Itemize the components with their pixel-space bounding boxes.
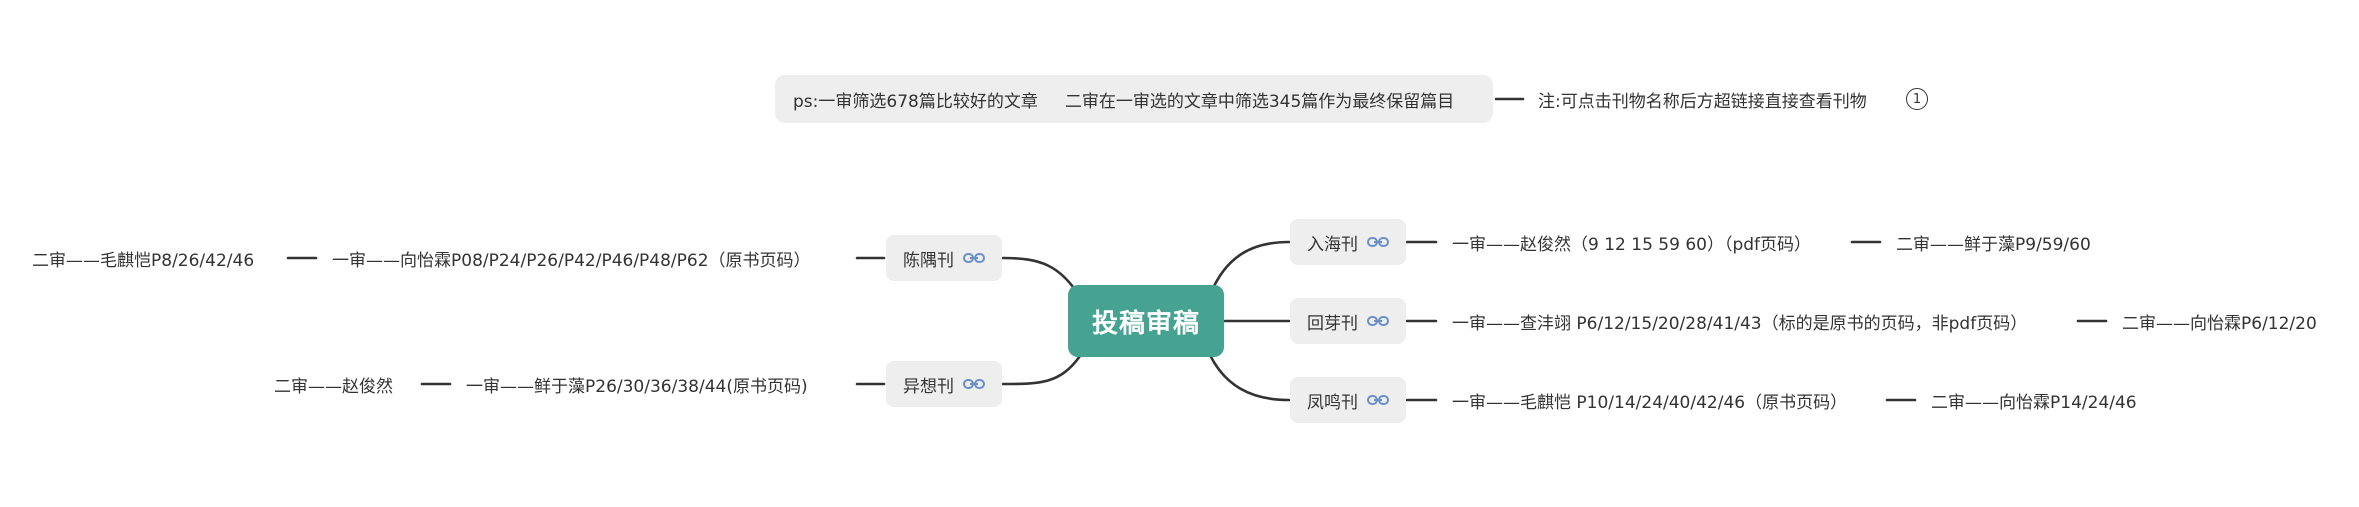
review-second-huiya: 二审——向怡霖P6/12/20 (2122, 306, 2317, 336)
review-first-fengming: 一审——毛麒恺 P10/14/24/40/42/46（原书页码） (1452, 385, 1847, 415)
review-second-fengming-text: 二审——向怡霖P14/24/46 (1931, 392, 2137, 413)
link-icon[interactable] (963, 251, 985, 265)
review-second-ruhai: 二审——鲜于藻P9/59/60 (1896, 227, 2091, 257)
topic-yixiang[interactable]: 异想刊 (886, 361, 1002, 407)
topic-fengming[interactable]: 凤鸣刊 (1290, 377, 1406, 423)
connector-root-ruhai (1208, 240, 1291, 297)
link-icon[interactable] (1367, 314, 1389, 328)
review-second-chenyu-text: 二审——毛麒恺P8/26/42/46 (32, 250, 255, 271)
topic-ruhai-label: 入海刊 (1307, 234, 1358, 255)
topic-chenyu[interactable]: 陈隅刊 (886, 235, 1002, 281)
note-tail-text: 注:可点击刊物名称后方超链接直接查看刊物 (1538, 91, 1867, 112)
topic-huiya-label: 回芽刊 (1307, 313, 1358, 334)
root-topic[interactable]: 投稿审稿 (1068, 285, 1224, 357)
review-first-ruhai: 一审——赵俊然（9 12 15 59 60）（pdf页码） (1452, 227, 1811, 257)
review-first-huiya-text: 一审——查沣翊 P6/12/15/20/28/41/43（标的是原书的页码，非p… (1452, 313, 2028, 334)
connector-root-fengming (1208, 353, 1291, 402)
review-second-chenyu: 二审——毛麒恺P8/26/42/46 (32, 243, 254, 273)
review-first-huiya: 一审——查沣翊 P6/12/15/20/28/41/43（标的是原书的页码，非p… (1452, 306, 2027, 336)
note-tail: 注:可点击刊物名称后方超链接直接查看刊物 (1538, 84, 1867, 114)
root-topic-label: 投稿审稿 (1091, 308, 1200, 339)
link-icon[interactable] (1367, 235, 1389, 249)
link-icon[interactable] (1367, 393, 1389, 407)
review-second-fengming: 二审——向怡霖P14/24/46 (1931, 385, 2137, 415)
topic-fengming-label: 凤鸣刊 (1307, 392, 1358, 413)
review-first-yixiang: 一审——鲜于藻P26/30/36/38/44(原书页码) (466, 369, 808, 399)
topic-yixiang-label: 异想刊 (903, 376, 954, 397)
review-first-ruhai-text: 一审——赵俊然（9 12 15 59 60）（pdf页码） (1452, 234, 1812, 255)
note-box: ps:一审筛选678篇比较好的文章 二审在一审选的文章中筛选345篇作为最终保留… (775, 75, 1493, 123)
review-second-yixiang: 二审——赵俊然 (274, 369, 393, 399)
link-icon[interactable] (963, 377, 985, 391)
note-box-text: ps:一审筛选678篇比较好的文章 二审在一审选的文章中筛选345篇作为最终保留… (793, 91, 1455, 112)
count-badge-icon[interactable]: 1 (1906, 88, 1928, 110)
topic-huiya[interactable]: 回芽刊 (1290, 298, 1406, 344)
topic-chenyu-label: 陈隅刊 (903, 250, 954, 271)
review-first-chenyu: 一审——向怡霖P08/P24/P26/P42/P46/P48/P62（原书页码） (332, 243, 811, 273)
review-first-chenyu-text: 一审——向怡霖P08/P24/P26/P42/P46/P48/P62（原书页码） (332, 250, 811, 271)
review-second-yixiang-text: 二审——赵俊然 (274, 376, 393, 397)
review-first-yixiang-text: 一审——鲜于藻P26/30/36/38/44(原书页码) (466, 376, 808, 397)
review-second-huiya-text: 二审——向怡霖P6/12/20 (2122, 313, 2317, 334)
count-badge-value: 1 (1912, 91, 1922, 107)
review-second-ruhai-text: 二审——鲜于藻P9/59/60 (1896, 234, 2091, 255)
topic-ruhai[interactable]: 入海刊 (1290, 219, 1406, 265)
connector-root-yixiang (1001, 354, 1082, 386)
review-first-fengming-text: 一审——毛麒恺 P10/14/24/40/42/46（原书页码） (1452, 392, 1848, 413)
